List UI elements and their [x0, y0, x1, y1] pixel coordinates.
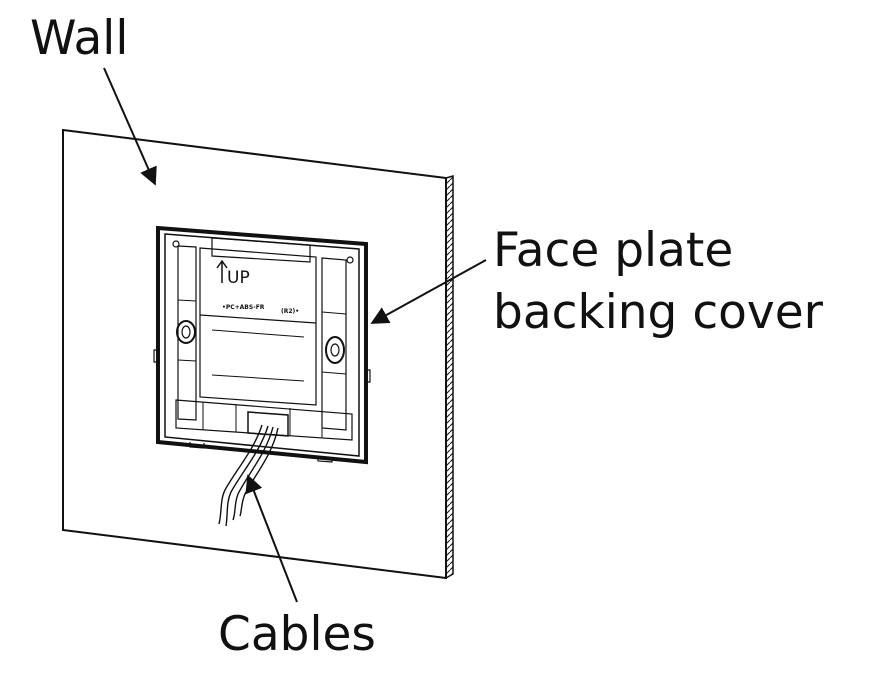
cables-label: Cables: [218, 607, 376, 662]
inner-divider-low: [211, 374, 305, 382]
corner-clip-tr: [346, 256, 354, 264]
cable-1: [218, 424, 263, 525]
cable-4: [239, 427, 279, 517]
cables: [218, 424, 279, 527]
inner-frame: [199, 247, 317, 406]
plate-markings: UP •PC+ABS-FR (R2)•: [216, 259, 299, 315]
code-mark: (R2)•: [281, 308, 299, 315]
bottom-row: [175, 399, 353, 441]
top-tab: [211, 237, 311, 263]
left-rib-2: [177, 359, 197, 362]
corner-clip-tl: [172, 240, 180, 248]
bottom-tab-left: [189, 442, 205, 449]
right-rib-2: [321, 371, 347, 375]
inner-divider-top: [199, 314, 317, 324]
left-screw-slot-inner: [181, 325, 191, 339]
inner-divider-mid: [211, 329, 305, 338]
face-plate-backing-cover: [153, 225, 371, 465]
cable-2: [225, 425, 269, 527]
side-tab-right: [366, 369, 371, 383]
right-screw-hole-inner: [330, 343, 340, 357]
up-mark: UP: [227, 268, 250, 288]
face-plate-callout-line: [370, 259, 487, 324]
wall-edge-hatch: [445, 175, 454, 580]
right-rib-1: [321, 311, 347, 315]
wall-callout-line: [103, 67, 157, 186]
cable-3: [232, 426, 274, 521]
cables-callout-line: [245, 474, 298, 603]
face-plate-label-line1: Face plate: [493, 223, 733, 278]
face-plate-label-line2: backing cover: [493, 285, 824, 340]
left-screw-slot: [176, 320, 196, 344]
cable-slot: [247, 411, 289, 437]
side-tab-left: [153, 349, 158, 363]
backing-cover-outer: [156, 225, 368, 465]
left-rib-1: [177, 299, 197, 302]
left-column: [177, 245, 197, 421]
right-column: [321, 257, 347, 431]
right-screw-hole: [325, 336, 345, 364]
bottom-tab-right: [317, 456, 333, 463]
up-arrow-icon: [216, 259, 228, 283]
wall-label: Wall: [30, 11, 128, 66]
material-mark: •PC+ABS-FR: [222, 304, 265, 311]
